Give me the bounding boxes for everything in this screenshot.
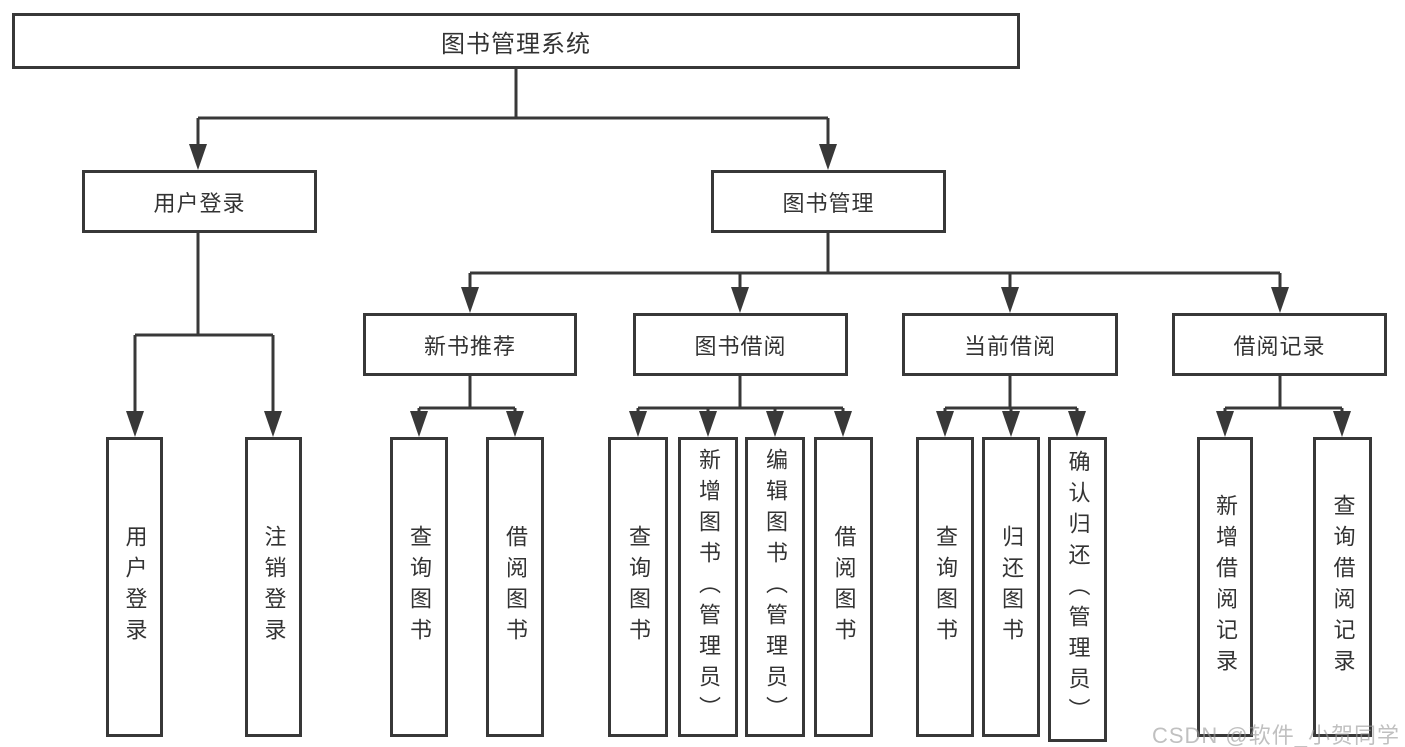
leaf-query-books-borrowing-label: 查询图书 <box>626 525 651 649</box>
leaf-logout: 注销登录 <box>245 437 302 737</box>
node-current-borrowing: 当前借阅 <box>902 313 1118 376</box>
csdn-watermark: CSDN @软件_小贺同学 <box>1151 723 1400 747</box>
leaf-user-login-label: 用户登录 <box>122 525 148 649</box>
leaf-query-borrow-record-label: 查询借阅记录 <box>1330 494 1356 680</box>
leaf-logout-label: 注销登录 <box>261 525 287 649</box>
node-root-label: 图书管理系统 <box>441 30 591 58</box>
arrowhead-icons <box>126 144 1351 437</box>
node-new-book-recommendation: 新书推荐 <box>363 313 577 376</box>
leaf-user-login: 用户登录 <box>106 437 163 737</box>
leaf-query-books-current: 查询图书 <box>916 437 974 737</box>
leaf-confirm-return-admin-label: 确认归还（管理员） <box>1065 450 1091 729</box>
leaf-add-borrow-record: 新增借阅记录 <box>1197 437 1253 737</box>
leaf-borrow-books-recommendation: 借阅图书 <box>486 437 544 737</box>
leaf-query-borrow-record: 查询借阅记录 <box>1313 437 1372 737</box>
leaf-edit-books-admin-label: 编辑图书（管理员） <box>763 447 788 727</box>
node-borrowing-records-label: 借阅记录 <box>1233 333 1326 359</box>
leaf-add-books-admin-label: 新增图书（管理员） <box>696 447 721 727</box>
node-current-borrowing-label: 当前借阅 <box>963 333 1056 359</box>
node-book-borrowing: 图书借阅 <box>633 313 848 376</box>
leaf-add-books-admin: 新增图书（管理员） <box>678 437 738 737</box>
leaf-query-books-recommendation: 查询图书 <box>390 437 448 737</box>
leaf-query-books-borrowing: 查询图书 <box>608 437 668 737</box>
leaf-borrow-books-recommendation-label: 借阅图书 <box>503 525 528 649</box>
leaf-return-books-label: 归还图书 <box>999 525 1024 649</box>
leaf-return-books: 归还图书 <box>982 437 1040 737</box>
node-user-login: 用户登录 <box>82 170 317 233</box>
node-root-library-system: 图书管理系统 <box>12 13 1020 69</box>
node-new-book-recommendation-label: 新书推荐 <box>423 333 516 359</box>
node-book-management-label: 图书管理 <box>782 190 875 216</box>
node-book-borrowing-label: 图书借阅 <box>694 333 787 359</box>
leaf-borrow-books-borrowing: 借阅图书 <box>814 437 873 737</box>
node-book-management: 图书管理 <box>711 170 946 233</box>
node-borrowing-records: 借阅记录 <box>1172 313 1387 376</box>
leaf-add-borrow-record-label: 新增借阅记录 <box>1213 494 1238 680</box>
leaf-edit-books-admin: 编辑图书（管理员） <box>745 437 805 737</box>
leaf-borrow-books-borrowing-label: 借阅图书 <box>831 525 857 649</box>
leaf-query-books-recommendation-label: 查询图书 <box>407 525 432 649</box>
leaf-confirm-return-admin: 确认归还（管理员） <box>1048 437 1107 742</box>
node-user-login-label: 用户登录 <box>153 190 246 216</box>
leaf-query-books-current-label: 查询图书 <box>933 525 958 649</box>
